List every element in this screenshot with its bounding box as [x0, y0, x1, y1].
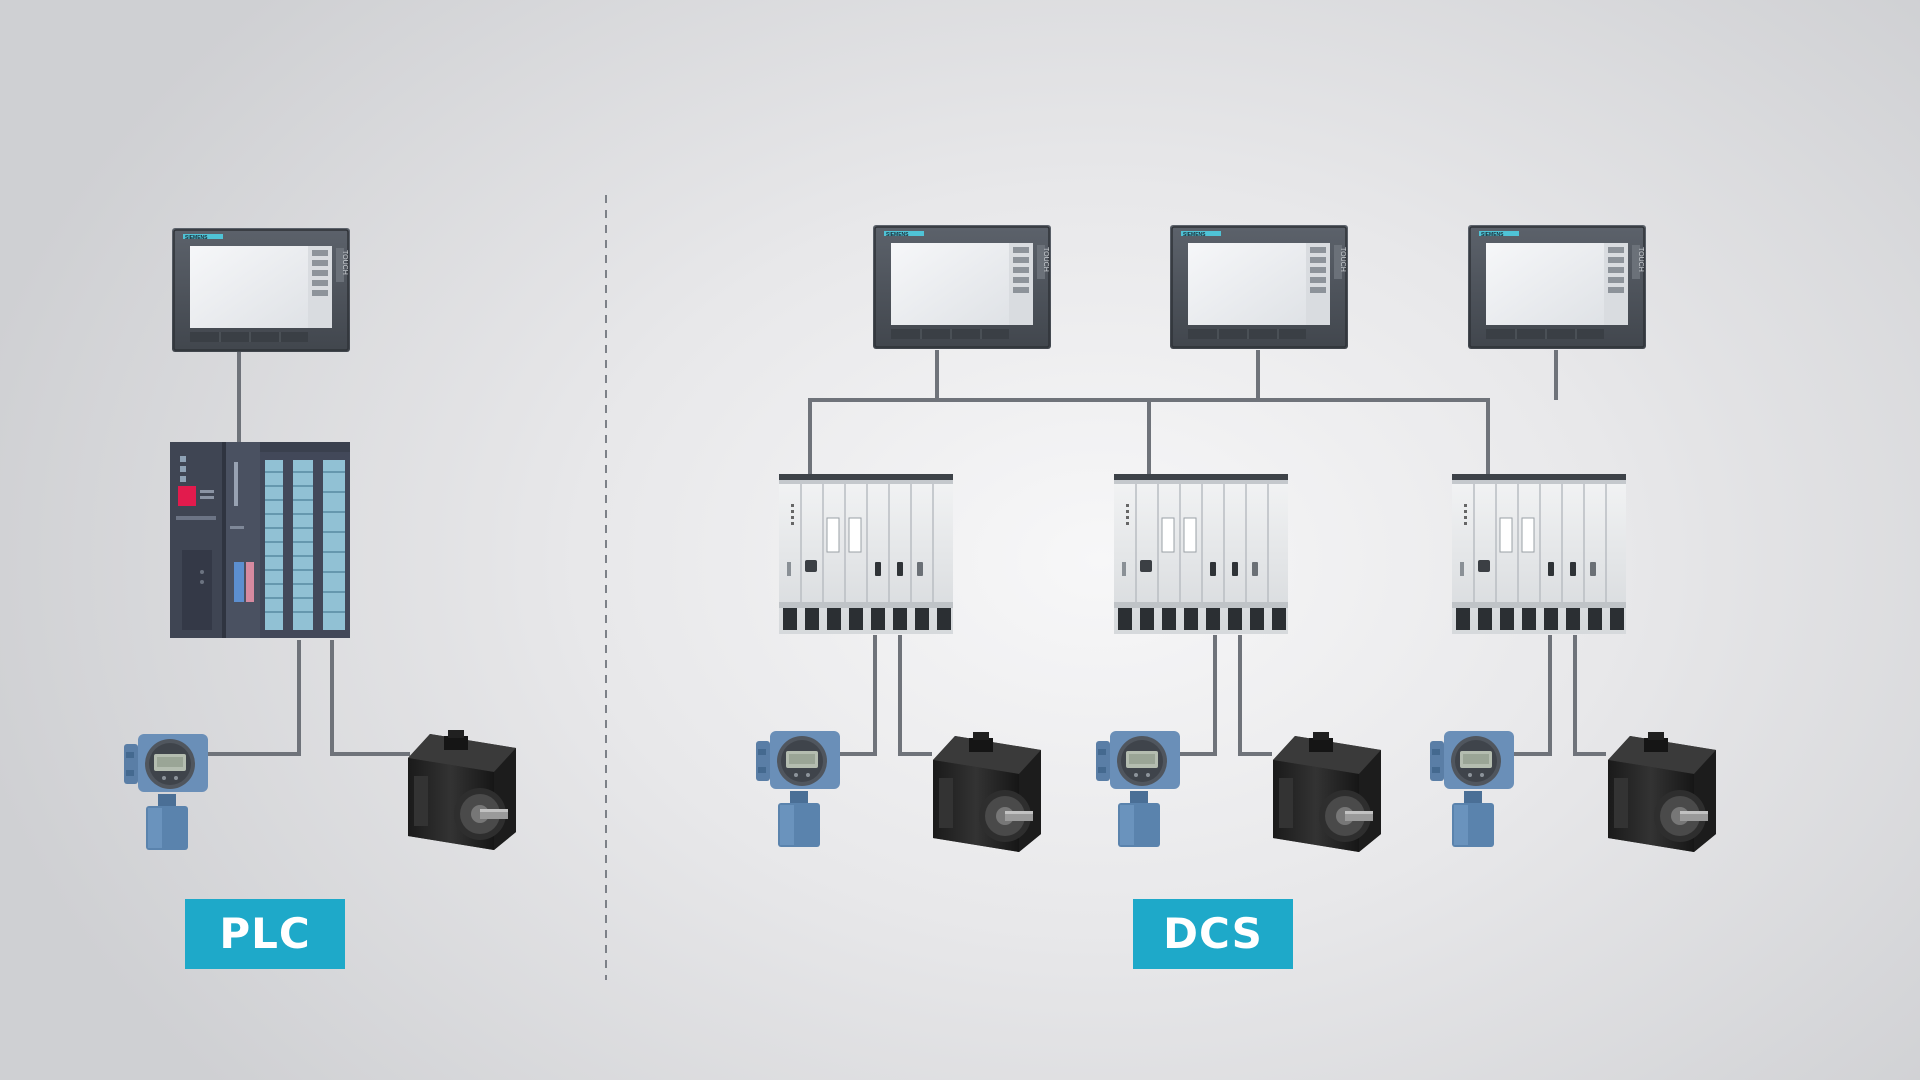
- servo-motor-icon: [408, 730, 516, 850]
- hmi-side-text: TOUCH: [1042, 247, 1049, 272]
- hmi-side-text: TOUCH: [1339, 247, 1346, 272]
- transmitter-icon: [1096, 731, 1180, 847]
- hmi-brand-text: SIEMENS: [1481, 232, 1504, 238]
- servo-motor-icon: [1273, 732, 1381, 852]
- io-rack-icon: [1451, 473, 1627, 635]
- hmi-brand-text: SIEMENS: [1183, 232, 1206, 238]
- plc-section: [124, 227, 516, 850]
- transmitter-icon: [756, 731, 840, 847]
- plc-label: PLC: [185, 899, 345, 969]
- hmi-panel-icon: [872, 224, 1052, 350]
- hmi-panel-icon: [1467, 224, 1647, 350]
- dcs-section: [756, 224, 1716, 852]
- servo-motor-icon: [933, 732, 1041, 852]
- dcs-label: DCS: [1133, 899, 1293, 969]
- hmi-brand-text: SIEMENS: [886, 232, 909, 238]
- dcs-network-wires: [808, 350, 1606, 756]
- hmi-brand-text: SIEMENS: [185, 235, 208, 241]
- transmitter-icon: [124, 734, 208, 850]
- plc-rack-icon: [170, 442, 350, 638]
- plc-wires: [202, 350, 410, 756]
- hmi-side-text: TOUCH: [1637, 247, 1644, 272]
- hmi-panel-icon: [1169, 224, 1349, 350]
- hmi-panel-icon: [171, 227, 351, 353]
- servo-motor-icon: [1608, 732, 1716, 852]
- hmi-side-text: TOUCH: [341, 250, 348, 275]
- transmitter-icon: [1430, 731, 1514, 847]
- io-rack-icon: [1113, 473, 1289, 635]
- io-rack-icon: [778, 473, 954, 635]
